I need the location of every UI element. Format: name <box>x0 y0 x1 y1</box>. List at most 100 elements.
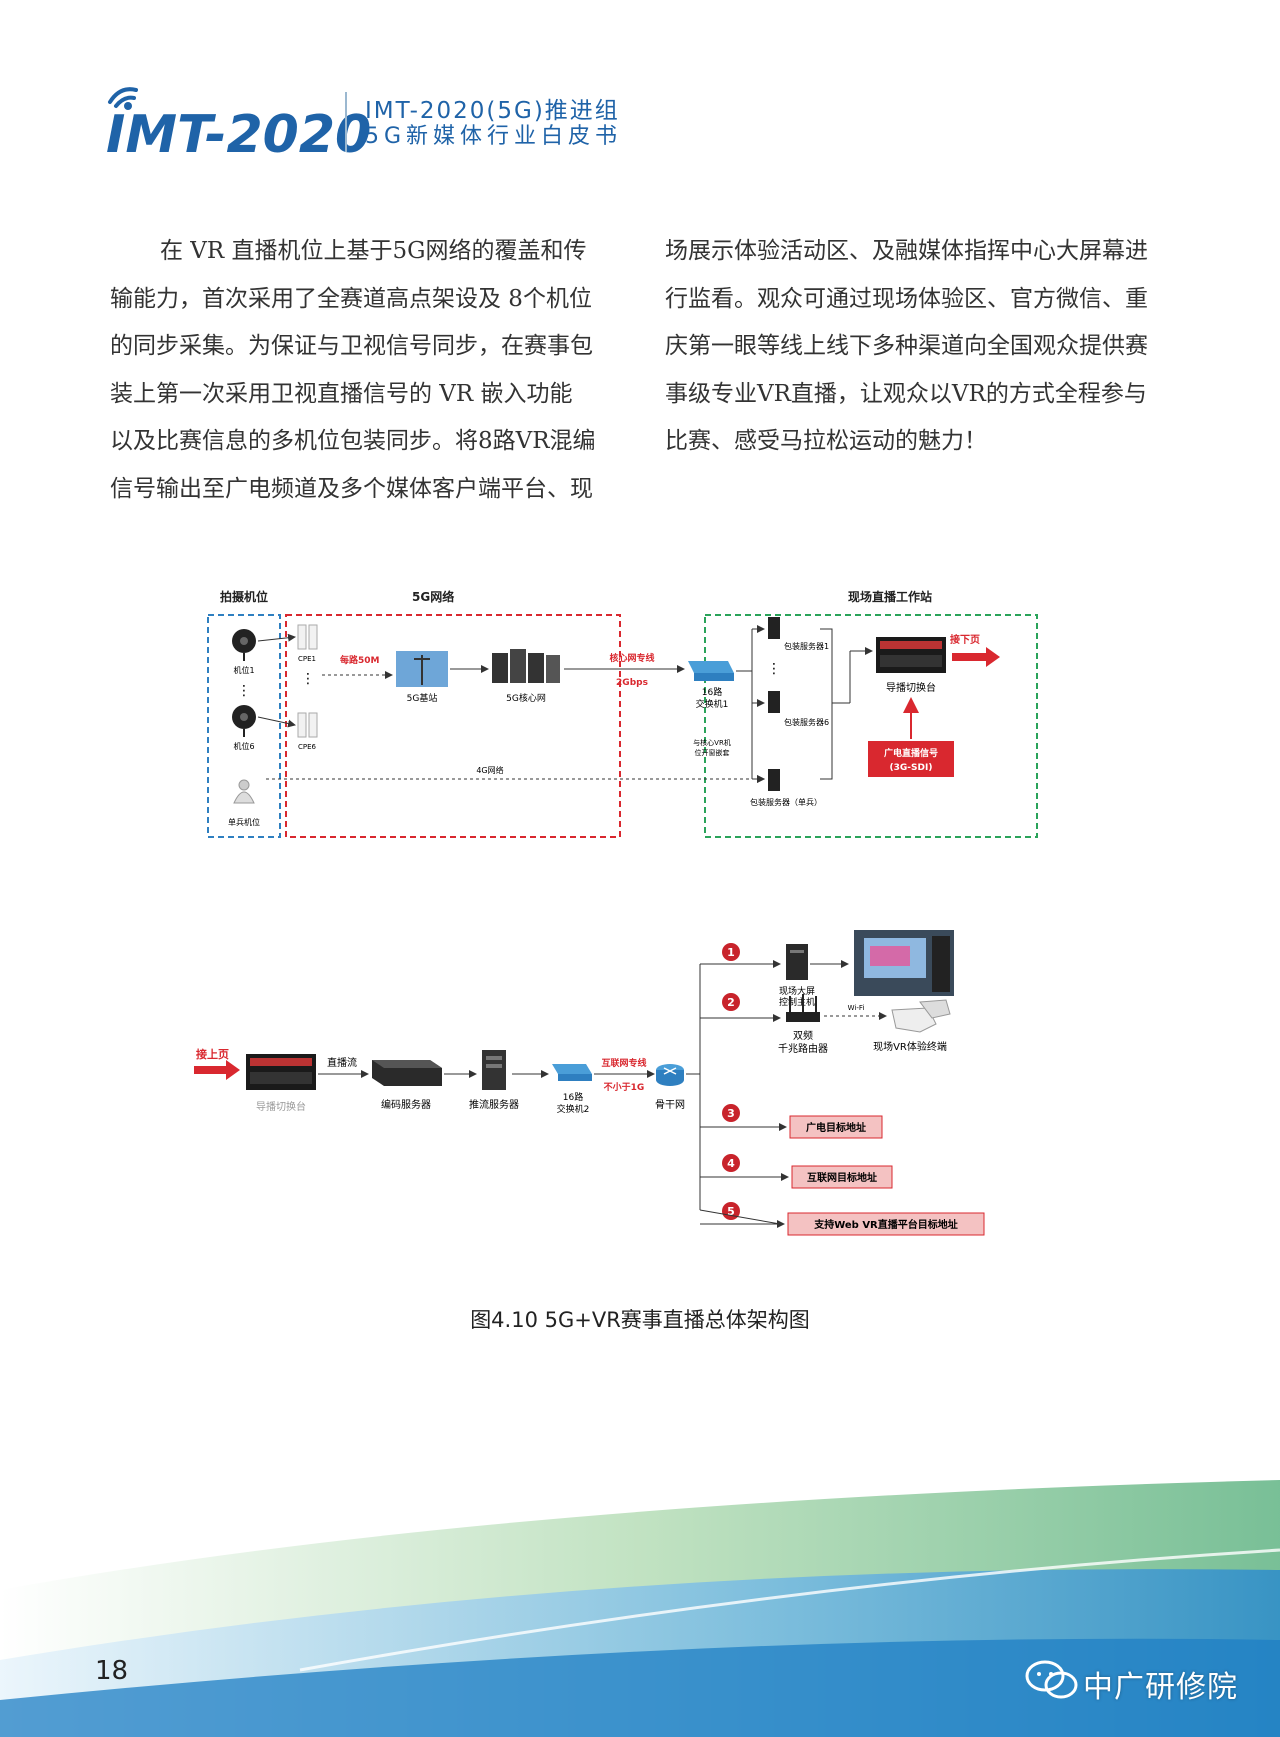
bandwidth-label: 2Gbps <box>616 678 648 688</box>
vr-camera-icon <box>232 705 256 737</box>
router-label: 千兆路由器 <box>778 1042 828 1055</box>
body-column-left: 在 VR 直播机位上基于5G网络的覆盖和传 输能力，首次采用了全赛道高点架设及 … <box>110 228 615 513</box>
director-switcher-icon <box>876 637 946 673</box>
watermark-text: 中广研修院 <box>1083 1670 1238 1705</box>
per-link-label: 每路50M <box>340 654 380 666</box>
body-column-right: 场展示体验活动区、及融媒体指挥中心大屏幕进 行监看。观众可通过现场体验区、官方微… <box>665 228 1170 466</box>
broadcast-signal-label: 广电直播信号 <box>884 747 938 759</box>
destination-box <box>787 1212 985 1236</box>
destination-label: 广电目标地址 <box>806 1121 866 1134</box>
cpe6-label: CPE6 <box>298 743 317 751</box>
arrow-right-icon <box>194 1060 240 1080</box>
large-screen-image <box>854 930 954 996</box>
destination-label: 支持Web VR直播平台目标地址 <box>813 1218 958 1231</box>
imt-2020-logo: IMT-2020 <box>106 87 371 165</box>
server-icon <box>768 617 780 639</box>
header-subtitle: 5G新媒体行业白皮书 <box>365 124 623 149</box>
step-badge <box>722 993 740 1011</box>
min-bandwidth-label: 不小于1G <box>604 1081 645 1093</box>
internet-line-label: 互联网专线 <box>601 1057 646 1069</box>
switch-icon <box>552 1064 592 1081</box>
encode-server-label: 编码服务器 <box>381 1098 431 1111</box>
switch2-label: 交换机2 <box>557 1103 590 1115</box>
cpe1-label: CPE1 <box>298 655 316 663</box>
text-line: 信号输出至广电频道及多个媒体客户端平台、现 <box>110 475 593 502</box>
ellipsis: ⋮ <box>767 661 781 677</box>
backbone-router-icon <box>656 1064 684 1086</box>
switch2-label: 16路 <box>563 1091 583 1103</box>
base-station-icon <box>396 651 448 687</box>
destination-label: 互联网目标地址 <box>807 1171 877 1184</box>
architecture-diagram-bottom: 接上页 导播切换台 直播流 编码服务器 推流服务器 16路 交换机2 互联网专线… <box>194 930 985 1236</box>
step-number: 3 <box>727 1107 735 1120</box>
base-station-label: 5G基站 <box>407 692 438 704</box>
switch1-label: 16路 <box>702 686 722 698</box>
camera-group-box <box>207 614 281 838</box>
group-label-station: 现场直播工作站 <box>848 589 932 604</box>
broadcast-signal-box <box>868 741 954 777</box>
cam6-label: 机位6 <box>233 741 254 751</box>
director-switcher-label: 导播切换台 <box>256 1100 306 1113</box>
architecture-diagram-top: 拍摄机位 5G网络 现场直播工作站 机位1 ⋮ 机位6 单兵机位 CPE1 ⋮ … <box>207 589 1038 838</box>
step-number: 4 <box>727 1157 735 1170</box>
router-icon <box>786 994 820 1022</box>
director-switcher-label: 导播切换台 <box>886 681 936 694</box>
step-number: 1 <box>727 946 735 959</box>
header-title: IMT-2020(5G)推进组 <box>365 98 620 124</box>
footer-wave-decoration <box>0 1480 1280 1737</box>
director-switcher-icon <box>246 1054 316 1090</box>
backbone-label: 骨干网 <box>655 1099 685 1111</box>
logo-text: IMT-2020 <box>106 105 371 165</box>
push-server-icon <box>482 1050 506 1090</box>
step-badge <box>722 1104 740 1122</box>
switch1-label: 交换机1 <box>696 698 729 710</box>
step-badge <box>722 1202 740 1220</box>
pack-server-single-label: 包装服务器（单兵） <box>750 797 822 807</box>
4g-network-label: 4G网络 <box>476 765 503 775</box>
core-network-icon <box>492 649 560 683</box>
text-line: 在 VR 直播机位上基于5G网络的覆盖和传 <box>160 238 587 264</box>
cam1-label: 机位1 <box>233 665 254 675</box>
text-line: 装上第一次采用卫视直播信号的 VR 嵌入功能 <box>110 380 573 407</box>
single-cam-label: 单兵机位 <box>228 817 260 827</box>
destination-box <box>791 1165 893 1189</box>
destination-box <box>789 1115 883 1139</box>
switch-icon <box>688 661 734 681</box>
text-line: 以及比赛信息的多机位包装同步。将8路VR混编 <box>110 428 596 454</box>
cpe-device-icon <box>297 712 318 738</box>
group-label-5g: 5G网络 <box>412 589 454 604</box>
vr-terminal-label: 现场VR体验终端 <box>873 1040 947 1053</box>
5g-group-box <box>285 614 621 838</box>
vr-note: 位开窗嵌套 <box>695 748 730 757</box>
screen-host-label: 现场大屏 <box>779 985 815 997</box>
server-icon <box>768 769 780 791</box>
header-divider <box>345 92 347 152</box>
arrow-right-icon <box>952 647 1000 667</box>
router-label: 双频 <box>793 1029 813 1042</box>
ellipsis: ⋮ <box>237 683 251 699</box>
text-line: 庆第一眼等线上线下多种渠道向全国观众提供赛 <box>665 333 1148 359</box>
step-badge <box>722 943 740 961</box>
group-label-camera: 拍摄机位 <box>220 589 268 604</box>
pack-server6-label: 包装服务器6 <box>784 717 829 727</box>
text-line: 场展示体验活动区、及融媒体指挥中心大屏幕进 <box>665 238 1148 264</box>
vr-headset-icon <box>891 999 951 1033</box>
step-number: 2 <box>727 996 735 1009</box>
broadcast-signal-label: (3G-SDI) <box>890 763 933 773</box>
ellipsis: ⋮ <box>301 671 315 687</box>
server-icon <box>768 691 780 713</box>
stream-label: 直播流 <box>327 1056 357 1069</box>
vr-camera-icon <box>232 629 256 661</box>
text-line: 输能力，首次采用了全赛道高点架设及 8个机位 <box>110 285 592 312</box>
core-network-label: 5G核心网 <box>506 692 546 704</box>
figure-caption: 图4.10 5G+VR赛事直播总体架构图 <box>470 1308 810 1332</box>
text-line: 的同步采集。为保证与卫视信号同步，在赛事包 <box>110 333 593 359</box>
push-server-label: 推流服务器 <box>469 1098 519 1111</box>
station-group-box <box>704 614 1038 838</box>
core-line-label: 核心网专线 <box>609 652 654 664</box>
next-page-label: 接下页 <box>950 633 980 646</box>
prev-page-label: 接上页 <box>196 1047 229 1061</box>
text-line: 行监看。观众可通过现场体验区、官方微信、重 <box>665 285 1148 312</box>
cpe-device-icon <box>297 624 318 650</box>
vr-note: 与核心VR机 <box>693 738 731 747</box>
